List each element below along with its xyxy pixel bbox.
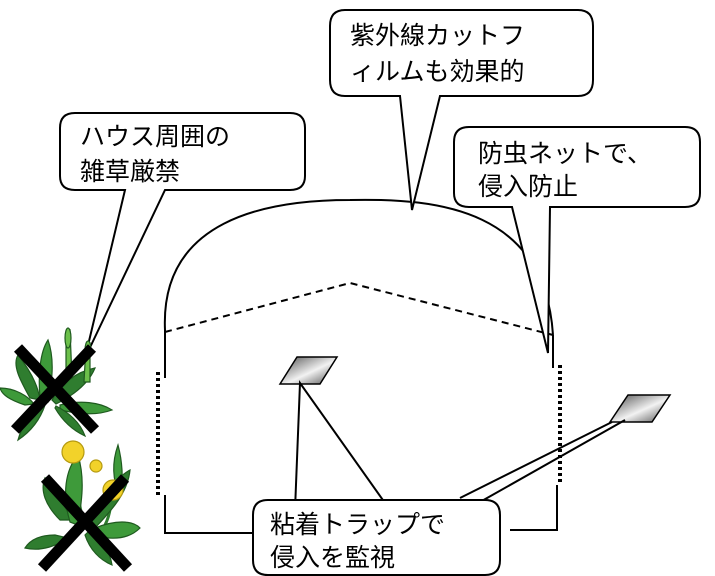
greenhouse (156, 198, 562, 534)
sticky-trap-icon (278, 356, 339, 385)
callout-text: 雑草厳禁 (80, 157, 180, 186)
prohibited-cross-icon (37, 474, 133, 572)
greenhouse-floor (164, 495, 290, 534)
callout-text: ハウス周囲の (80, 122, 230, 151)
callout-weeds: ハウス周囲の 雑草厳禁 (59, 112, 306, 359)
dandelion-icon (24, 440, 141, 566)
greenhouse-roof-arch (163, 198, 554, 336)
callout-text: 粘着トラップで (270, 510, 445, 539)
callout-bubble (59, 112, 306, 359)
sticky-trap-icon (608, 394, 672, 423)
callout-text: 紫外線カットフ (350, 21, 525, 50)
callout-bubble (453, 126, 701, 354)
callout-sticky-trap: 粘着トラップで 侵入を監視 (252, 380, 626, 576)
prohibited-cross-icon (10, 344, 100, 434)
callout-bubble (252, 499, 501, 576)
callout-bubble (329, 9, 594, 211)
callout-text: ィルムも効果的 (350, 57, 525, 86)
callout-uv-film: 紫外線カットフ ィルムも効果的 (329, 9, 594, 211)
callout-insect-net: 防虫ネットで、 侵入防止 (453, 126, 701, 354)
callout-text: 侵入を監視 (270, 543, 395, 572)
callout-text: 侵入防止 (478, 172, 578, 201)
inner-film-line (164, 281, 554, 336)
callout-text: 防虫ネットで、 (478, 139, 652, 168)
callout-bubble-tails (294, 380, 626, 511)
greenhouse-floor-right (510, 485, 558, 531)
